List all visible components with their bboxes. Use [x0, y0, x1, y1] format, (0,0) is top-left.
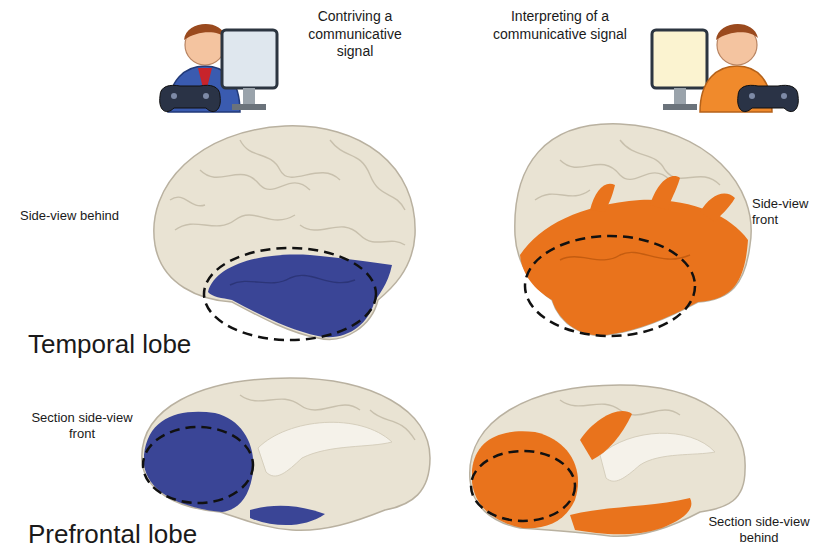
dashed-ellipse	[143, 427, 253, 503]
monitor	[652, 30, 707, 88]
hair	[184, 24, 226, 40]
monitor	[222, 30, 277, 88]
monitor-base	[663, 104, 697, 110]
brain-lateral	[154, 126, 415, 340]
view-label: Section side-view front	[28, 410, 136, 443]
gamepad	[738, 85, 799, 111]
person-icon	[652, 24, 798, 112]
brain-outline	[142, 378, 430, 530]
view-label: Side-view behind	[20, 208, 150, 224]
person-icon	[160, 24, 277, 112]
brain-medial	[142, 378, 430, 530]
brain-outline	[154, 126, 415, 340]
role-caption: Interpreting of a communicative signal	[480, 8, 640, 43]
corpus-callosum	[600, 433, 715, 481]
hair	[716, 24, 758, 40]
monitor-stand	[243, 88, 255, 104]
view-label: Side-view front	[752, 196, 814, 229]
view-label: Section side-view behind	[703, 514, 815, 547]
gamepad	[160, 85, 221, 111]
gyri	[170, 140, 405, 245]
gyri	[535, 140, 720, 200]
brain-lateral	[515, 124, 751, 336]
activation-region	[208, 255, 392, 338]
activation-region	[472, 431, 578, 528]
lobe-heading: Prefrontal lobe	[28, 518, 268, 551]
dashed-ellipse	[204, 248, 376, 340]
monitor-stand	[674, 88, 686, 104]
role-caption: Contriving a communicative signal	[290, 8, 420, 61]
corpus-callosum	[258, 422, 392, 476]
monitor-base	[232, 104, 266, 110]
activation-region	[144, 412, 253, 512]
brain-medial	[470, 385, 745, 536]
dashed-ellipse	[525, 236, 695, 336]
brain-outline	[515, 124, 751, 335]
brain-outline	[470, 385, 745, 536]
lobe-heading: Temporal lobe	[28, 328, 268, 361]
dashed-ellipse	[471, 451, 575, 521]
